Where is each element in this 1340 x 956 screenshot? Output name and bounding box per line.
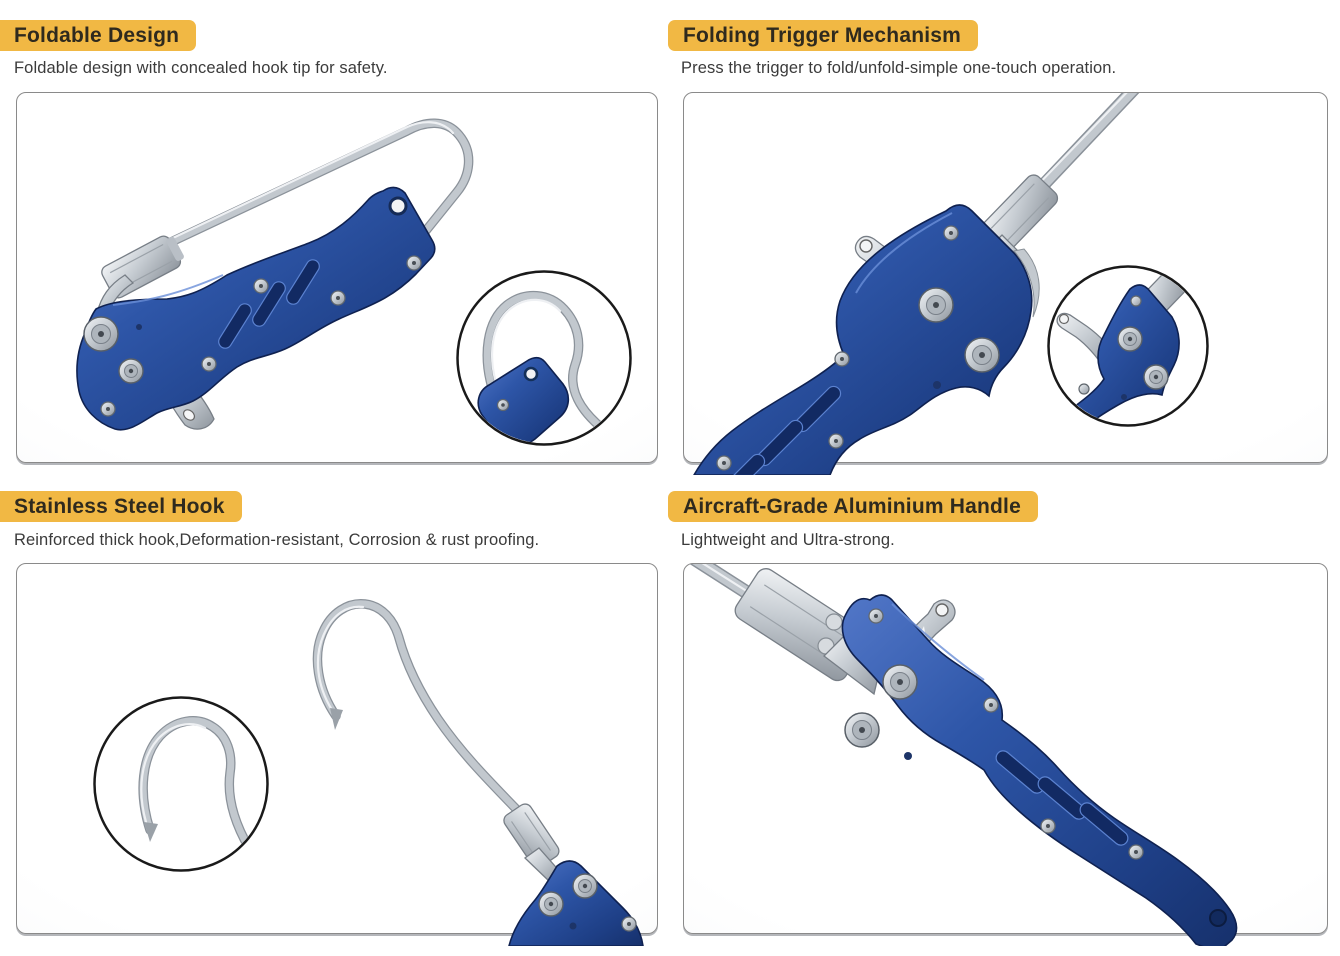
aluminium-handle-render: [689, 564, 1238, 946]
handle-plate: [841, 594, 1238, 946]
image-panel: [683, 563, 1328, 946]
image-panel: [16, 563, 658, 946]
feature-title-badge: Aircraft-Grade Aluminium Handle: [668, 491, 1038, 522]
handle-plate: [693, 204, 1033, 475]
feature-description: Lightweight and Ultra-strong.: [681, 531, 895, 549]
feature-title-badge: Folding Trigger Mechanism: [668, 20, 979, 51]
shaft: [1025, 93, 1140, 204]
folded-gaff-render: [76, 118, 632, 446]
feature-title-badge: Stainless Steel Hook: [0, 491, 242, 522]
feature-description: Foldable design with concealed hook tip …: [14, 59, 388, 77]
hook-wire: [312, 599, 528, 821]
hook-point: [330, 708, 343, 730]
feature-section-stainless-steel-hook: Stainless Steel Hook Reinforced thick ho…: [0, 472, 658, 956]
backplate-sliver: [1013, 248, 1040, 318]
feature-description: Press the trigger to fold/unfold-simple …: [681, 59, 1117, 77]
feature-title-badge: Foldable Design: [0, 20, 197, 51]
handle-plate: [508, 860, 644, 946]
hook-wire: [130, 118, 474, 264]
trigger-mechanism-render: [693, 93, 1209, 475]
feature-description: Reinforced thick hook,Deformation-resist…: [14, 531, 540, 549]
feature-section-folding-trigger-mechanism: Folding Trigger Mechanism Press the trig…: [668, 0, 1328, 475]
image-panel: [683, 92, 1328, 475]
feature-section-foldable-design: Foldable Design Foldable design with con…: [0, 0, 658, 472]
stainless-hook-render: [93, 599, 644, 946]
feature-section-aircraft-grade-aluminium-handle: Aircraft-Grade Aluminium Handle Lightwei…: [668, 472, 1328, 956]
image-panel: [16, 92, 658, 463]
handle-plate: [76, 186, 436, 431]
hook-bend-inset: [93, 696, 269, 872]
trigger-inset: [1047, 265, 1209, 427]
hook-tip-inset: [456, 270, 632, 446]
